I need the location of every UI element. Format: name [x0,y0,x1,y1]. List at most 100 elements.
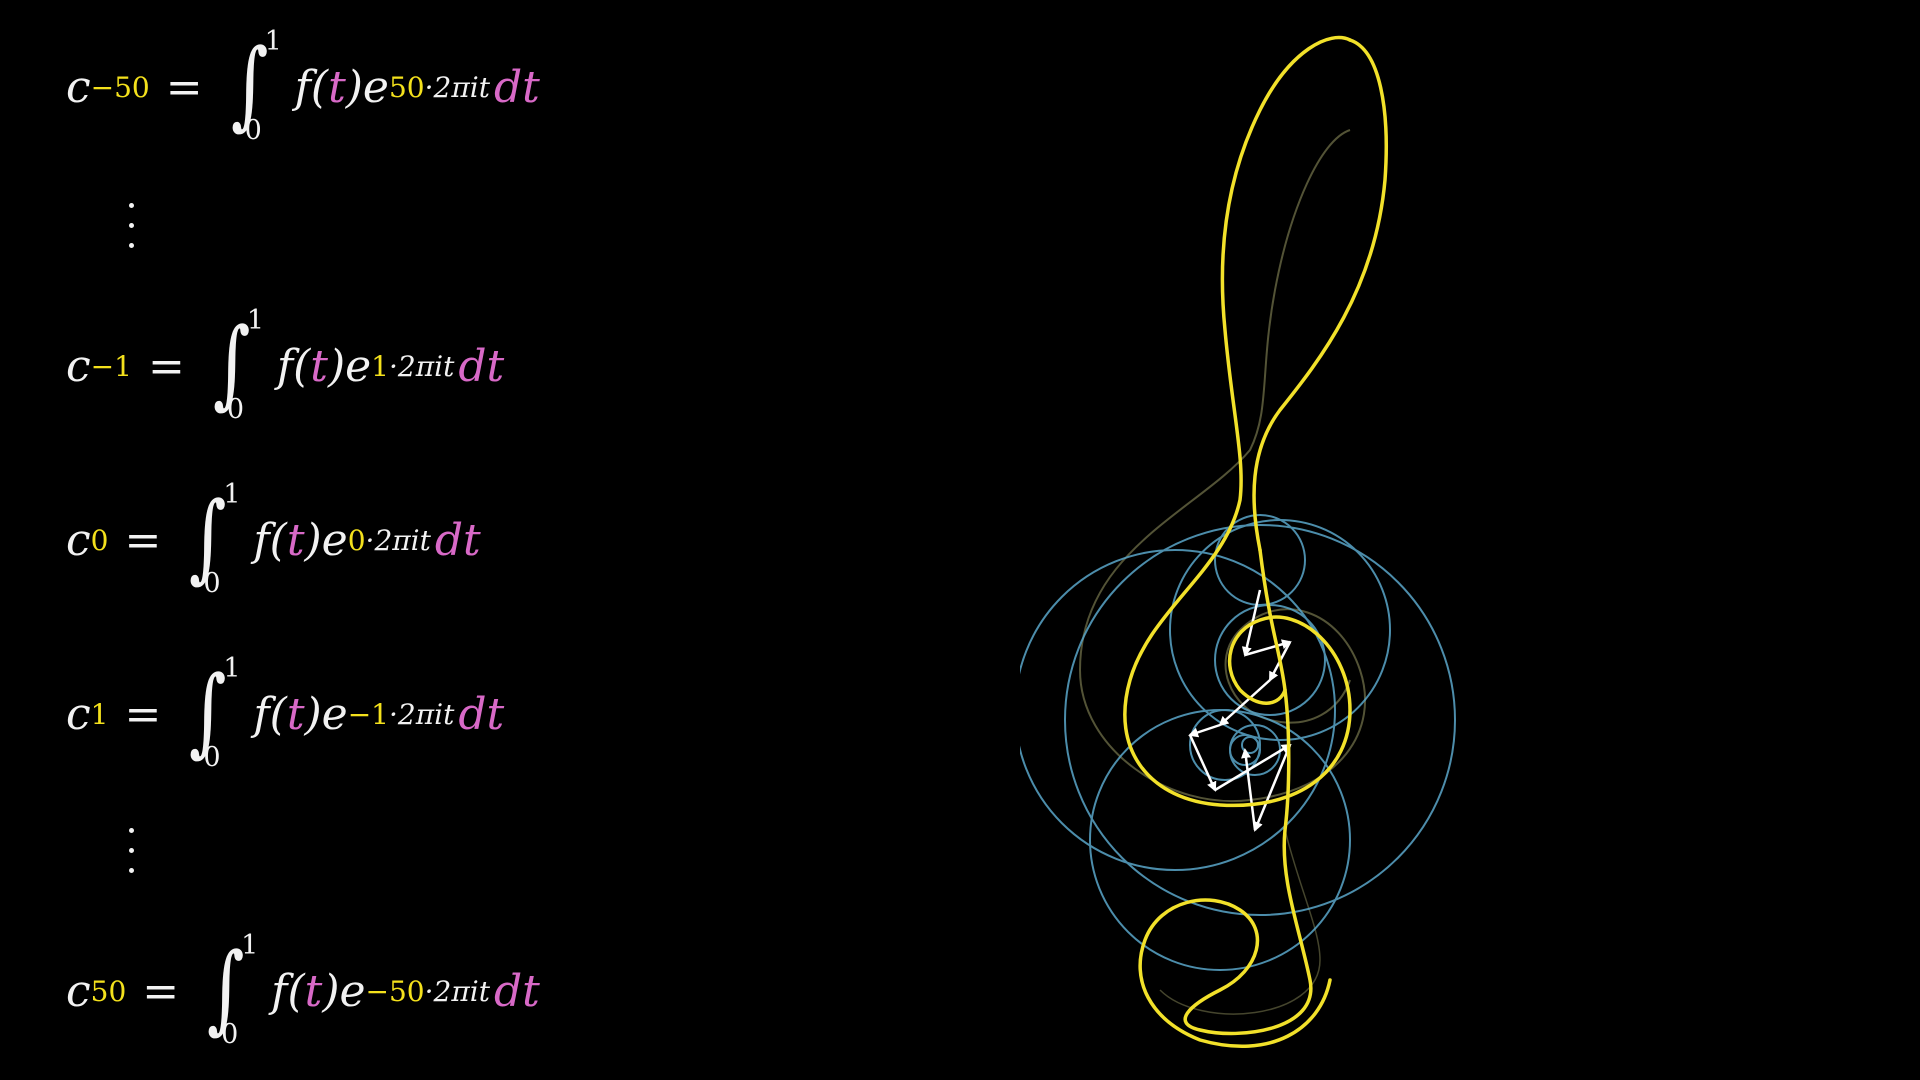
dot [129,223,134,228]
integral: ∫ 1 0 [183,655,241,775]
time-variable: t [304,966,323,1017]
epicycle-circle [1089,709,1351,971]
exponent: 50·2πit [389,74,490,102]
function-open: f( [253,689,287,740]
epicycle-circle [1020,549,1336,871]
approximation-ghost-path-2 [1159,829,1321,1015]
exponent-frequency: −50 [365,975,425,1008]
exponent-frequency: −1 [347,698,389,731]
coefficient-index: 50 [90,975,127,1008]
integral-lower-bound: 0 [221,1019,239,1050]
function-close-exponential: )e [322,966,366,1017]
approximation-ghost-path [1078,129,1366,803]
integral-lower-bound: 0 [244,115,262,146]
exponent-rest: ·2πit [424,975,490,1008]
equals-sign: = [147,341,185,392]
coefficient-index: 1 [90,698,109,731]
treble-clef-upper-loop [1252,38,1388,552]
integral-sign: ∫ [207,932,245,1044]
vector-arrow [1188,723,1221,738]
differential: dt [458,341,505,392]
function-open: f( [271,966,305,1017]
coefficient-index: 0 [90,524,109,557]
function-close-exponential: )e [304,515,348,566]
function-close-exponential: )e [327,341,372,392]
integral-upper-bound: 1 [223,479,241,510]
treble-clef-stem [1258,548,1287,692]
coefficient-symbol: c [66,341,91,392]
integral-upper-bound: 1 [246,305,264,336]
exponent-frequency: 50 [388,71,425,104]
integral: ∫ 1 0 [207,307,265,427]
exponent: −50·2πit [366,978,490,1006]
time-variable: t [286,515,305,566]
exponent-frequency: 1 [371,350,389,383]
coefficient-symbol: c [66,689,91,740]
integral: ∫ 1 0 [201,932,259,1052]
time-variable: t [310,341,328,392]
exponent-frequency: 0 [347,524,366,557]
equals-sign: = [124,515,162,566]
coefficient-index: −50 [90,71,150,104]
integral-upper-bound: 1 [223,653,241,684]
epicycle-circles [1020,514,1456,971]
dot [129,868,134,873]
equals-sign: = [124,689,162,740]
function-open: f( [253,515,287,566]
differential: dt [493,62,540,113]
equals-sign: = [142,966,180,1017]
integral-sign: ∫ [189,655,227,767]
exponent-rest: ·2πit [424,71,490,104]
exponent-rest: ·2πit [389,698,455,731]
exponent-rest: ·2πit [389,350,455,383]
differential: dt [458,689,505,740]
treble-clef-traced-path [1123,35,1352,1049]
dot [129,203,134,208]
vector-arrow [1244,639,1292,657]
dot [129,848,134,853]
integral: ∫ 1 0 [183,481,241,601]
vector-arrow [1218,679,1271,727]
exponent-rest: ·2πit [365,524,431,557]
vector-arrow [1214,743,1292,792]
equals-sign: = [165,62,203,113]
epicycle-circle [1229,734,1261,766]
coefficient-index: −1 [90,350,132,383]
coefficient-symbol: c [66,966,91,1017]
differential: dt [493,966,540,1017]
dot [129,828,134,833]
differential: dt [434,515,481,566]
integral-upper-bound: 1 [241,930,259,961]
function-open: f( [276,341,311,392]
vector-arrow [1241,748,1257,831]
integral-upper-bound: 1 [264,26,282,57]
coefficient-symbol: c [66,62,91,113]
exponent: 1·2πit [371,353,454,381]
epicycle-circle [1064,524,1456,916]
integral: ∫ 1 0 [225,28,283,148]
integral-sign: ∫ [189,481,227,593]
vertical-ellipsis-top [122,203,142,253]
integral-lower-bound: 0 [226,394,244,425]
integral-sign: ∫ [212,307,251,419]
coefficient-symbol: c [66,515,91,566]
function-open: f( [294,62,329,113]
vector-arrow [1253,744,1292,832]
integral-lower-bound: 0 [203,742,221,773]
time-variable: t [328,62,346,113]
function-close-exponential: )e [304,689,348,740]
exponent: −1·2πit [348,701,455,729]
function-close-exponential: )e [345,62,389,113]
exponent: 0·2πit [348,527,431,555]
vertical-ellipsis-bottom [122,828,142,878]
dot [129,243,134,248]
integral-lower-bound: 0 [203,568,221,599]
integral-sign: ∫ [230,28,269,140]
treble-clef-fourier-drawing [1020,35,1456,1049]
